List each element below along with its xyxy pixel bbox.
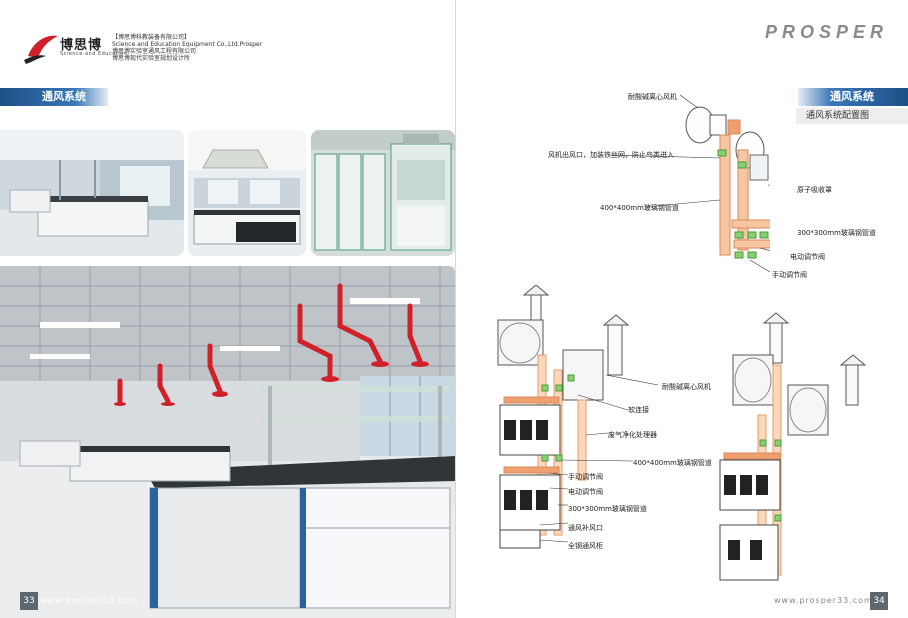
company-lines: 【博思博科教装备有限公司】 Science and Education Equi… [112,34,263,62]
callout-hood: 原子吸收罩 [797,186,832,194]
footer-url-left[interactable]: www.prosper33.com [40,596,139,605]
callout-fan-top: 耐酸碱离心风机 [628,93,677,101]
callout-air-inlet: 通风补风口 [568,524,603,532]
ventilation-diagram-top [470,80,770,285]
callout-manual-valve-bottom: 手动调节阀 [568,473,603,481]
brand-wordmark: PROSPER [764,22,888,42]
ventilation-diagram-bottom [458,285,898,590]
callout-purifier: 废气净化处理器 [608,431,657,439]
logo-brand-text: 博思博 [60,38,103,53]
lab-photo-hood [188,130,306,256]
lab-photo-benches [0,130,184,256]
company-line: 博思博现代实验室规划设计所 [112,55,191,62]
callout-soft-joint: 软连接 [628,406,649,414]
callout-outlet: 风机出风口，加装铁丝网，防止鸟类进入 [548,151,674,159]
callout-duct-400-top: 400*400mm玻璃钢管道 [600,204,679,212]
callout-electric-valve-bottom: 电动调节阀 [568,488,603,496]
company-logo: 博思博 Science and Education 【博思博科教装备有限公司】 … [22,30,263,70]
footer-url-right[interactable]: www.prosper33.com [774,596,873,605]
page-number-left: 33 [20,592,38,610]
lab-photo-main [0,266,455,618]
callout-electric-valve-top: 电动调节阀 [790,253,825,261]
company-line: 【博思博科教装备有限公司】 [112,34,191,41]
callout-fume-hood: 全钢通风柜 [568,542,603,550]
page-number-right: 34 [870,592,888,610]
company-line: Science and Education Equipment Co.,Ltd.… [112,41,263,48]
callout-duct-300-bottom: 300*300mm玻璃钢管道 [568,505,647,513]
section-title-right: 通风系统 [798,88,908,106]
callout-fan-bottom: 耐酸碱离心风机 [662,383,711,391]
callout-manual-valve-top: 手动调节阀 [772,271,807,279]
callout-duct-400-bottom: 400*400mm玻璃钢管道 [633,459,712,467]
logo-subline: Science and Education [60,51,128,57]
spread-divider [455,0,456,618]
company-line: 博思博实验室通风工程有限公司 [112,48,197,55]
callout-duct-300-top: 300*300mm玻璃钢管道 [797,229,876,237]
section-title-left: 通风系统 [0,88,108,106]
logo-mark-icon [24,35,58,64]
lab-photo-cabinets [311,130,455,256]
section-subtitle: 通风系统配置图 [796,108,908,124]
